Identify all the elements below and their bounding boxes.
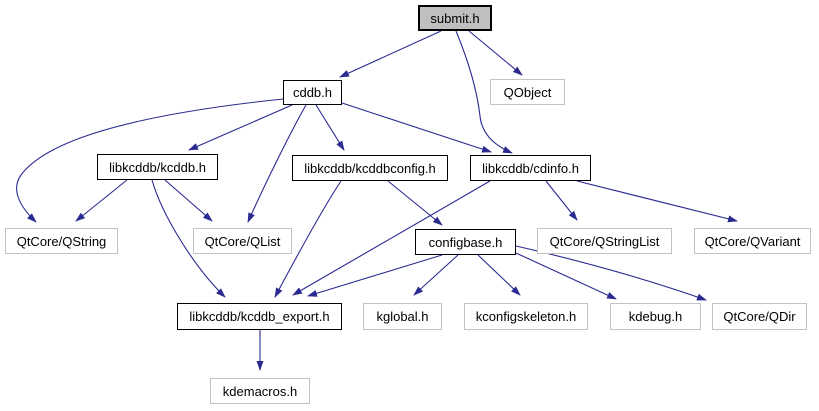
node-label: libkcddb/kcddb_export.h <box>189 309 330 324</box>
edge-cdinfo-to-qvariant <box>576 180 738 223</box>
edge-configbase-to-kcddb_export <box>307 254 443 297</box>
node-configbase[interactable]: configbase.h <box>415 229 516 255</box>
node-cddb[interactable]: cddb.h <box>283 80 342 105</box>
node-kcddb_export[interactable]: libkcddb/kcddb_export.h <box>177 303 342 330</box>
node-label: configbase.h <box>428 234 503 250</box>
edge-configbase-to-kglobal <box>413 254 459 296</box>
node-label: QtCore/QDir <box>723 309 796 324</box>
edge-kcddb-to-qstring <box>75 179 128 222</box>
node-label: kdebug.h <box>628 309 683 324</box>
node-kdebug: kdebug.h <box>610 303 701 330</box>
edge-cdinfo-to-kcddb_export <box>292 180 491 296</box>
node-kcddbconfig[interactable]: libkcddb/kcddbconfig.h <box>292 155 448 181</box>
node-label: QtCore/QString <box>16 233 107 249</box>
node-kcddb[interactable]: libkcddb/kcddb.h <box>97 154 218 180</box>
node-label: kconfigskeleton.h <box>475 309 577 324</box>
edge-configbase-to-kconfigskeleton <box>477 254 521 296</box>
node-label: libkcddb/kcddb.h <box>109 159 206 175</box>
node-label: QtCore/QList <box>204 233 281 249</box>
node-qvariant: QtCore/QVariant <box>694 228 811 254</box>
node-cdinfo[interactable]: libkcddb/cdinfo.h <box>470 155 591 181</box>
edge-configbase-to-kdebug <box>515 252 617 300</box>
edge-kcddb-to-qlist <box>164 179 213 222</box>
edge-kcddbconfig-to-configbase <box>387 180 443 226</box>
node-qstringlist: QtCore/QStringList <box>537 228 672 254</box>
node-label: cddb.h <box>292 85 333 100</box>
edge-cdinfo-to-qstringlist <box>545 180 578 221</box>
edge-submit-to-cdinfo <box>455 30 513 154</box>
node-label: submit.h <box>430 10 480 26</box>
edge-cddb-to-qlist <box>247 104 307 223</box>
node-qobject: QObject <box>490 79 565 105</box>
node-label: libkcddb/kcddbconfig.h <box>304 160 436 176</box>
node-qlist: QtCore/QList <box>193 228 292 254</box>
edge-cddb-to-qstring <box>16 98 284 223</box>
node-qstring: QtCore/QString <box>5 228 118 254</box>
edge-submit-to-cddb <box>339 30 442 78</box>
edge-cddb-to-kcddb <box>188 104 293 151</box>
node-qdir: QtCore/QDir <box>712 303 807 330</box>
edge-submit-to-qobject <box>468 30 523 76</box>
node-kdemacros: kdemacros.h <box>210 378 310 404</box>
node-kconfigskeleton: kconfigskeleton.h <box>464 303 588 330</box>
edge-cddb-to-cdinfo <box>341 102 492 153</box>
node-label: kglobal.h <box>376 309 429 324</box>
node-label: QtCore/QStringList <box>549 233 660 249</box>
node-label: QtCore/QVariant <box>704 233 801 249</box>
edge-configbase-to-qdir <box>515 245 707 301</box>
node-submit: submit.h <box>418 5 492 31</box>
node-label: kdemacros.h <box>222 383 298 399</box>
edge-kcddb-to-kcddb_export <box>151 179 226 298</box>
node-label: libkcddb/cdinfo.h <box>482 160 579 176</box>
node-kglobal: kglobal.h <box>363 303 442 330</box>
edge-kcddbconfig-to-kcddb_export <box>274 180 342 298</box>
node-label: QObject <box>503 84 552 100</box>
edge-cddb-to-kcddbconfig <box>315 104 345 151</box>
